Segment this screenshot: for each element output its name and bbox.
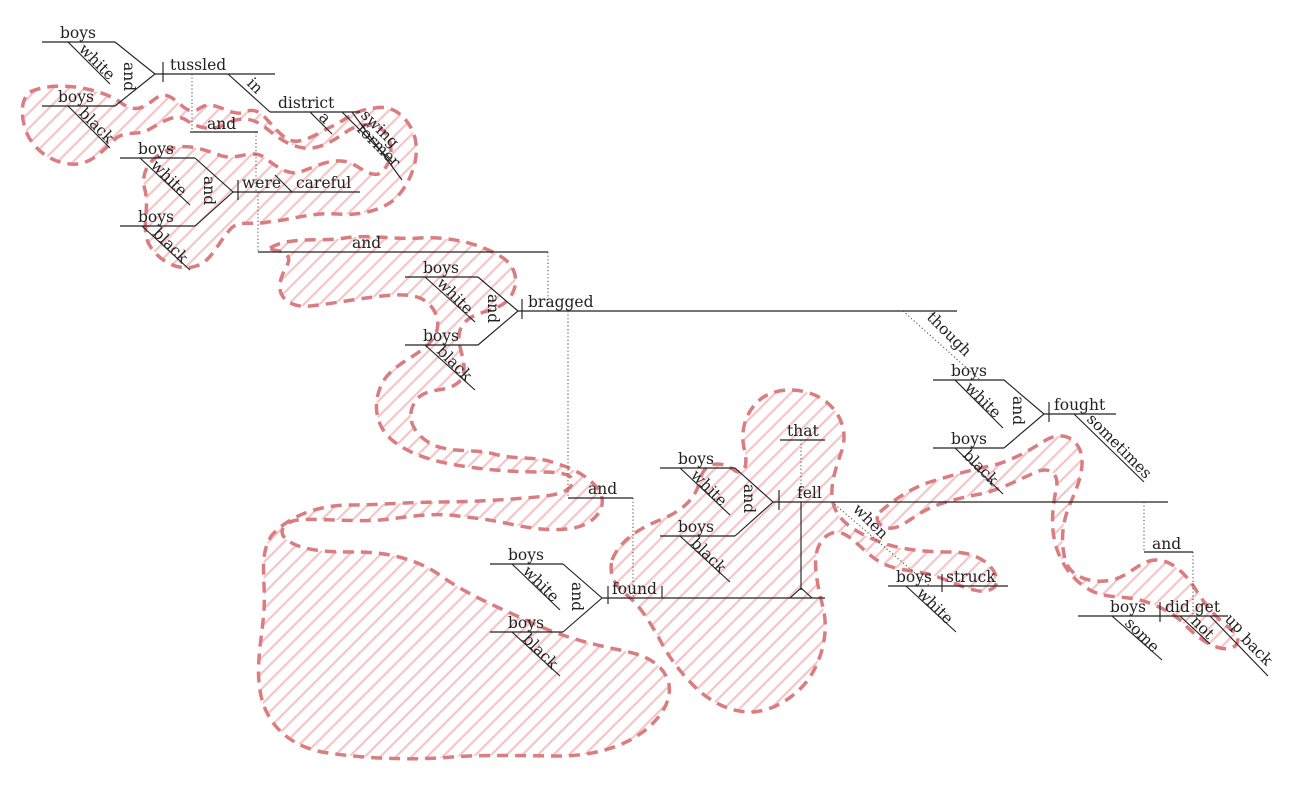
c6-subject-top-word: boys bbox=[678, 450, 714, 468]
and-3-word: and bbox=[588, 480, 617, 498]
c1-white-modifier-word: white bbox=[75, 40, 119, 84]
were-verb-word: were bbox=[242, 174, 281, 192]
c2-black-modifier-line bbox=[141, 225, 191, 271]
c7-subject-word: boys bbox=[1110, 598, 1146, 616]
c4-white-modifier-word: white bbox=[961, 378, 1005, 422]
a-modifier-line bbox=[309, 111, 333, 135]
c2-and-word: and bbox=[200, 176, 218, 205]
struck-verb-word: struck bbox=[946, 568, 996, 586]
fought-verb-word: fought bbox=[1054, 396, 1106, 414]
bragged-verb-word: bragged bbox=[528, 293, 594, 311]
fell-verb-word: fell bbox=[797, 484, 822, 502]
and-1-word: and bbox=[207, 115, 236, 133]
white-struck-modifier-line bbox=[905, 585, 957, 633]
highlight-region-right bbox=[875, 434, 1240, 651]
and-4-word: and bbox=[1152, 535, 1181, 553]
c5-white-modifier-word: white bbox=[519, 562, 563, 606]
when-clause-white-modifier-word: white bbox=[913, 584, 957, 628]
c1-and-word: and bbox=[120, 62, 138, 91]
c2-complement-slash bbox=[274, 174, 293, 193]
c6-white-modifier-line bbox=[679, 467, 731, 516]
sometimes-modifier-line bbox=[1073, 413, 1145, 483]
swing-modifier-line bbox=[341, 111, 393, 163]
highlight-region-top-left bbox=[20, 84, 419, 270]
c1-white-modifier-line bbox=[67, 41, 111, 85]
in-preposition-line bbox=[227, 73, 271, 113]
sometimes-modifier-word: sometimes bbox=[1083, 410, 1155, 482]
c3-white-modifier-line bbox=[424, 276, 476, 323]
noun-clause-stand-base bbox=[789, 587, 813, 599]
when-clause-subject-word: boys bbox=[896, 568, 932, 586]
highlight-region-middle bbox=[256, 234, 672, 761]
c2-subject-top-word: boys bbox=[138, 140, 174, 158]
highlight-region-center bbox=[609, 388, 999, 714]
up-back-modifier-line bbox=[1209, 615, 1269, 677]
c6-subject-bottom-word: boys bbox=[678, 518, 714, 536]
c1-subject-bottom-word: boys bbox=[58, 88, 94, 106]
c5-black-modifier-line bbox=[511, 631, 561, 677]
highlight-regions bbox=[20, 84, 1240, 761]
c3-and-word: and bbox=[484, 294, 502, 323]
some-modifier-line bbox=[1111, 615, 1163, 661]
c3-black-modifier-line bbox=[424, 344, 476, 391]
c4-and-word: and bbox=[1009, 396, 1027, 425]
connector-lines bbox=[191, 74, 1194, 616]
c6-black-modifier-line bbox=[679, 535, 731, 583]
not-modifier-line bbox=[1179, 615, 1211, 645]
c1-black-modifier-line bbox=[67, 105, 111, 149]
c3-subject-top-word: boys bbox=[423, 259, 459, 277]
c2-white-modifier-line bbox=[139, 157, 191, 206]
some-modifier-word: some bbox=[1121, 614, 1163, 656]
c5-white-modifier-line bbox=[511, 563, 561, 611]
found-verb-word: found bbox=[612, 580, 657, 598]
in-preposition-word: in bbox=[243, 74, 266, 97]
diagram-lines bbox=[42, 41, 1269, 677]
c6-and-word: and bbox=[740, 484, 758, 513]
and-2-word: and bbox=[352, 234, 381, 252]
c1-subject-top-word: boys bbox=[60, 24, 96, 42]
c5-subject-bottom-word: boys bbox=[508, 614, 544, 632]
c4-black-modifier-line bbox=[954, 447, 1004, 495]
c3-subject-bottom-word: boys bbox=[423, 327, 459, 345]
that-word: that bbox=[787, 422, 819, 440]
c4-white-modifier-line bbox=[954, 379, 1004, 429]
former-modifier-line bbox=[351, 111, 403, 181]
c2-subject-bottom-word: boys bbox=[138, 208, 174, 226]
tussled-verb-word: tussled bbox=[170, 56, 226, 74]
careful-complement-word: careful bbox=[296, 174, 351, 192]
c4-subject-bottom-word: boys bbox=[951, 430, 987, 448]
c4-subject-top-word: boys bbox=[951, 362, 987, 380]
c5-and-word: and bbox=[568, 582, 586, 611]
district-object-word: district bbox=[278, 94, 335, 112]
c5-subject-top-word: boys bbox=[508, 546, 544, 564]
did-get-verb-word: did get bbox=[1165, 598, 1221, 616]
